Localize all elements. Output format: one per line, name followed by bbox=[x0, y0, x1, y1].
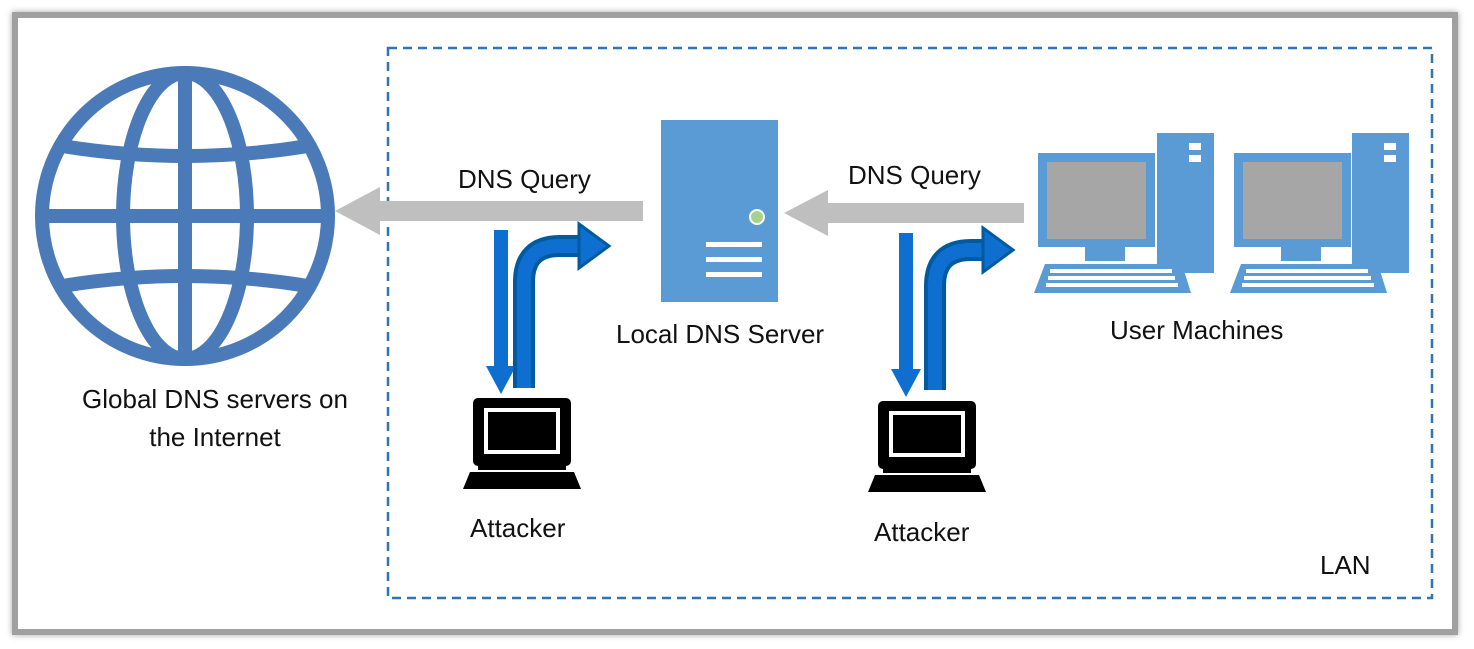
diagram-frame bbox=[12, 12, 1458, 635]
dns-query-label-left: DNS Query bbox=[458, 164, 591, 194]
attacker-spoof-arrow-left bbox=[513, 221, 612, 388]
dns-query-label-right: DNS Query bbox=[848, 160, 981, 190]
attacker-intercept-arrow-left bbox=[486, 230, 516, 394]
attacker-label-right: Attacker bbox=[874, 517, 970, 547]
server-icon bbox=[661, 120, 778, 302]
globe-label-line1: Global DNS servers on bbox=[82, 384, 348, 414]
laptop-icon bbox=[868, 401, 986, 492]
user-machines-label: User Machines bbox=[1110, 315, 1284, 345]
dns-query-arrow-left bbox=[335, 187, 643, 235]
desktop-computer-icon bbox=[1230, 133, 1409, 293]
globe-icon bbox=[35, 66, 335, 366]
attacker-intercept-arrow-right bbox=[891, 233, 921, 397]
globe-label-line2: the Internet bbox=[149, 422, 281, 452]
attacker-label-left: Attacker bbox=[470, 513, 566, 543]
attacker-spoof-arrow-right bbox=[924, 225, 1016, 390]
laptop-icon bbox=[463, 398, 581, 489]
dns-query-arrow-right bbox=[784, 190, 1024, 236]
local-dns-server-label: Local DNS Server bbox=[616, 319, 825, 349]
lan-boundary bbox=[386, 46, 1434, 600]
desktop-computer-icon bbox=[1034, 133, 1214, 293]
lan-label: LAN bbox=[1320, 550, 1371, 580]
